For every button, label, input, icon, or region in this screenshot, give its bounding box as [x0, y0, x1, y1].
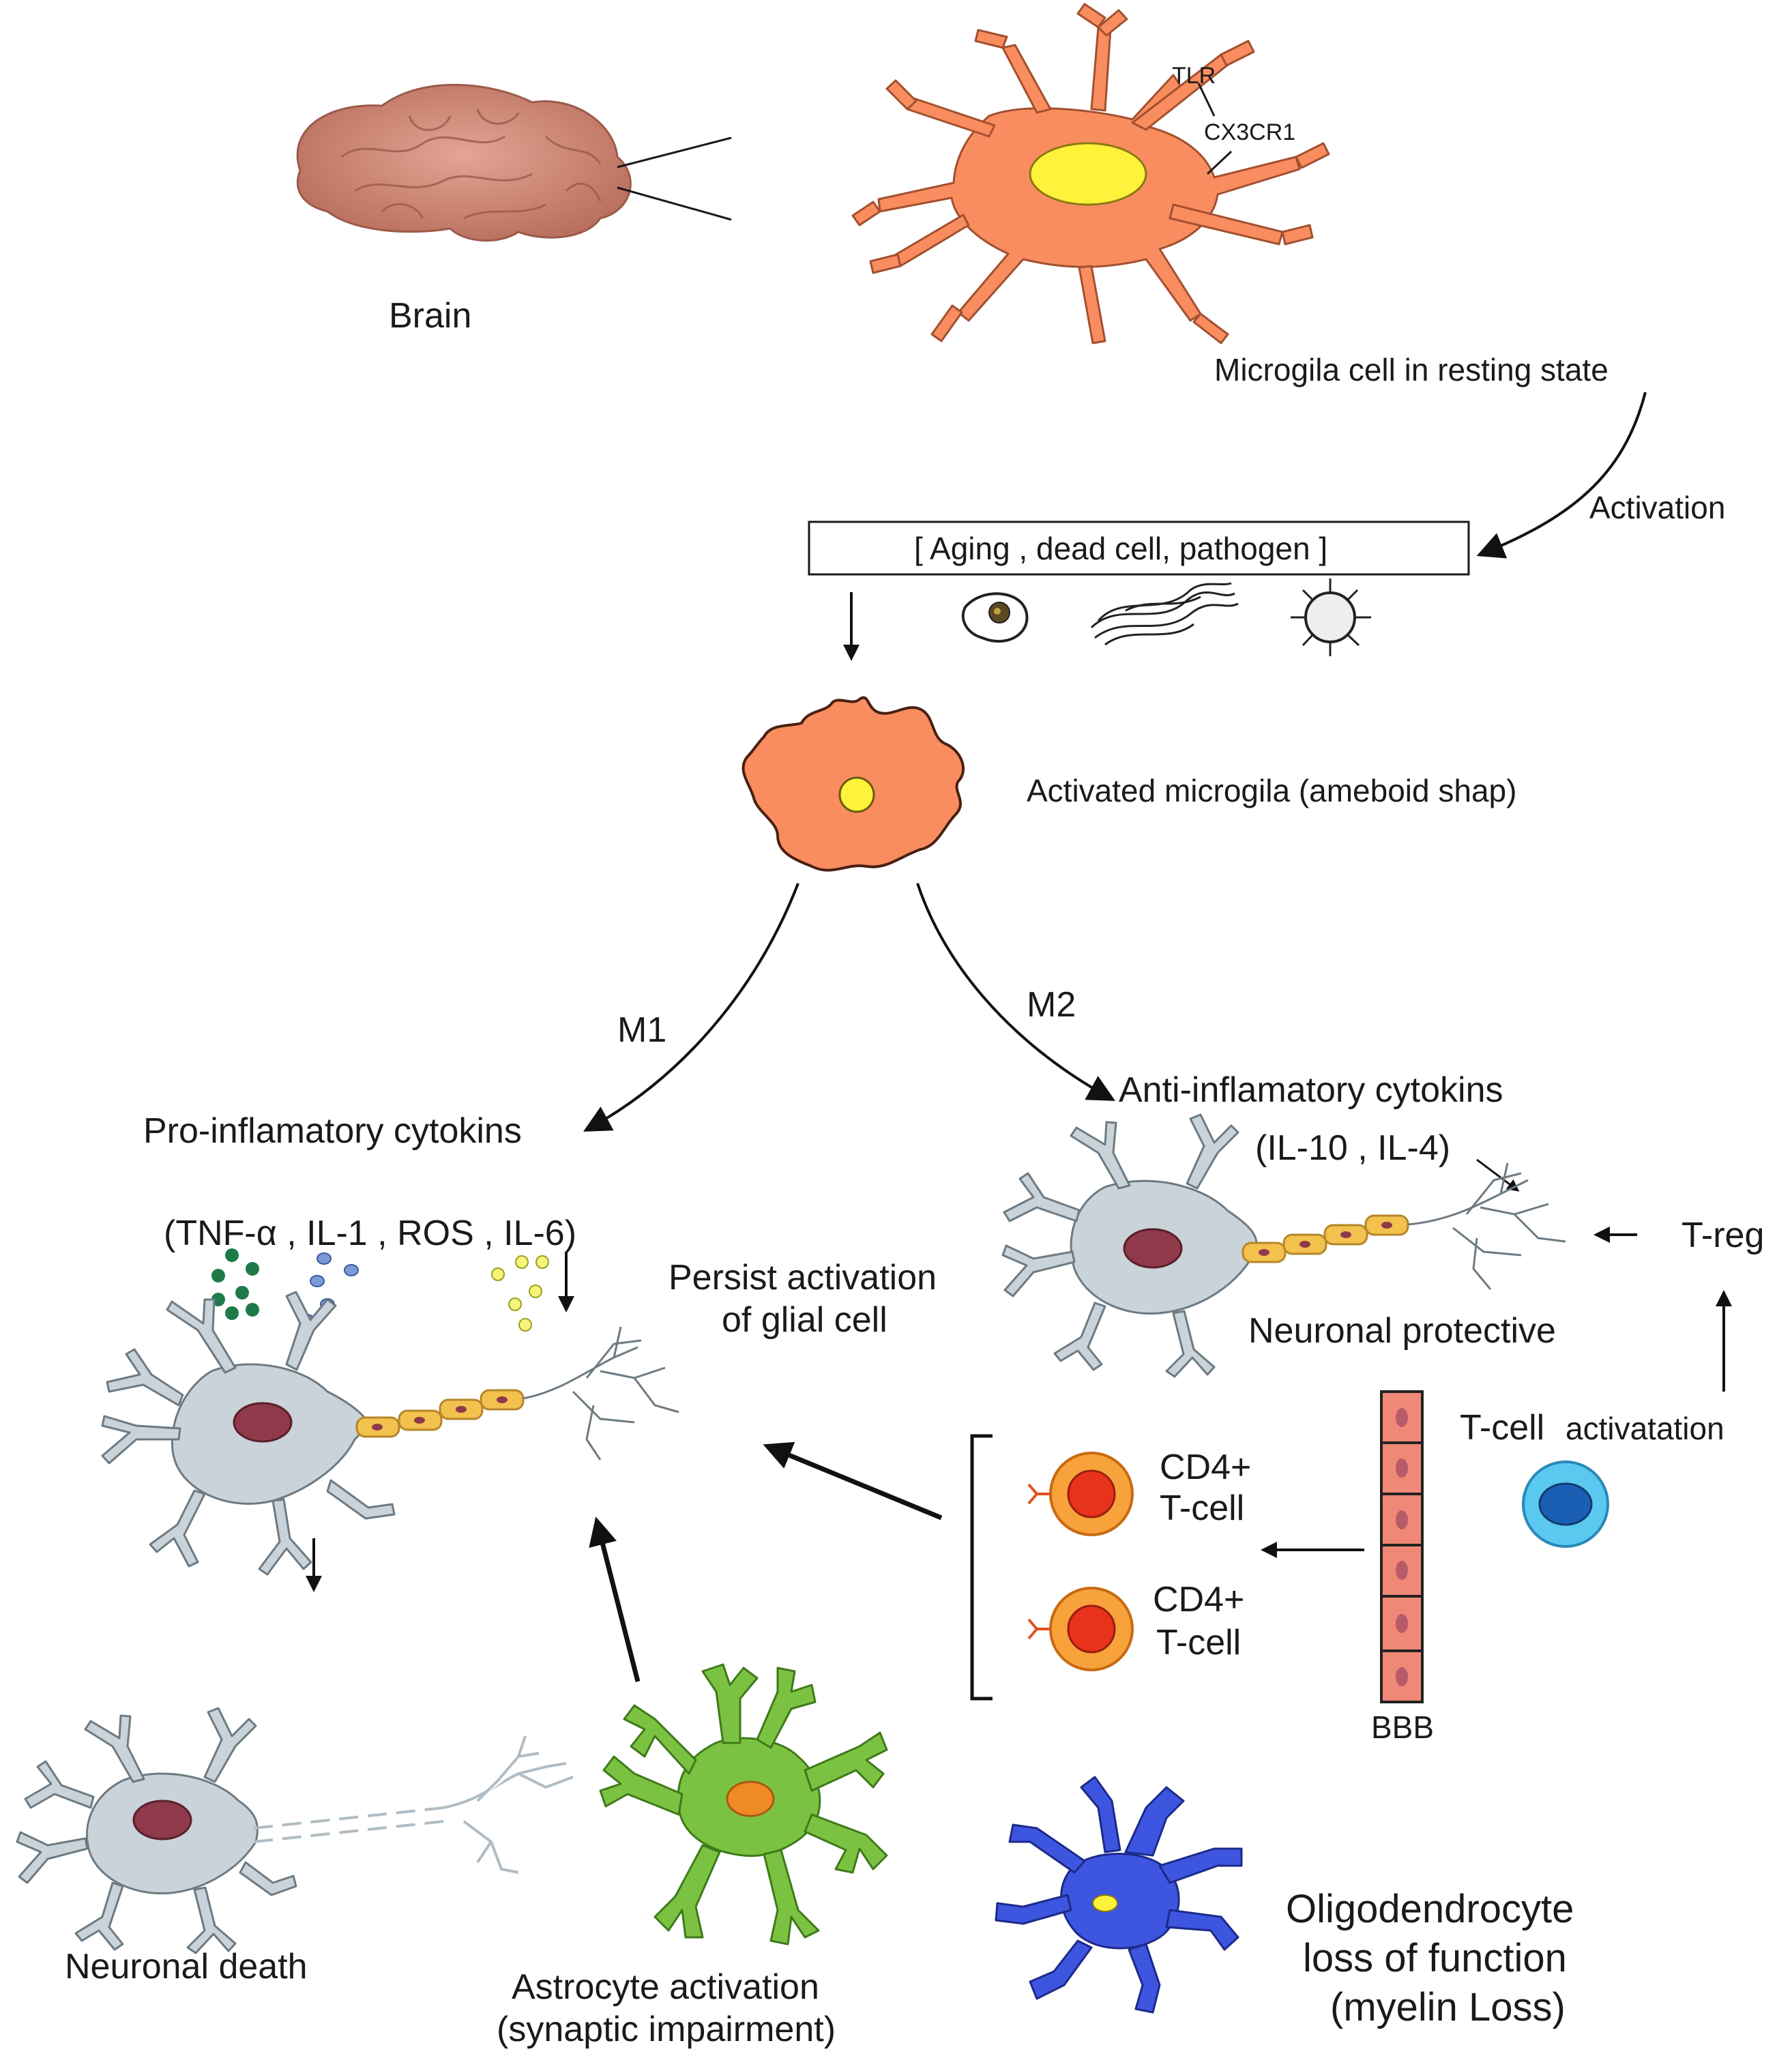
- cd4-tcell-1-label-a: CD4+: [1160, 1448, 1251, 1487]
- cd4-tcell-1: [1027, 1452, 1134, 1536]
- triggers-label: [ Aging , dead cell, pathogen ]: [914, 531, 1327, 566]
- activated-microglia-cell: [741, 696, 965, 872]
- oligodendrocyte-label-3: (myelin Loss): [1330, 1985, 1566, 2029]
- tlr-label: TLR: [1172, 63, 1216, 89]
- persist-activation-label-1: Persist activation: [669, 1258, 937, 1297]
- tcell-bracket: [970, 1434, 993, 1701]
- cytokine-dots: [211, 1248, 549, 1332]
- bacterium-icon: [1291, 578, 1371, 656]
- neuronal-death-label: Neuronal death: [65, 1947, 308, 1986]
- pro-inflammatory-label: Pro-inflamatory cytokins: [143, 1111, 522, 1151]
- neuron-inflamed: [101, 1291, 679, 1576]
- blood-brain-barrier: [1380, 1390, 1424, 1703]
- anti-inflammatory-label: Anti-inflamatory cytokins: [1119, 1070, 1503, 1110]
- activated-microglia-label: Activated microgila (ameboid shap): [1027, 773, 1516, 808]
- tcell-activation-label-big: T-cell: [1460, 1408, 1544, 1448]
- m1-arrow: [583, 883, 799, 1132]
- cd4-tcell-2-label-a: CD4+: [1153, 1580, 1244, 1619]
- oligodendrocyte-label-2: loss of function: [1303, 1936, 1567, 1980]
- resting-microglia-cell: [851, 3, 1330, 344]
- bbb-label: BBB: [1371, 1710, 1434, 1745]
- myelin-sheath-right: [1242, 1214, 1409, 1263]
- myelin-sheath-left: [355, 1389, 525, 1438]
- dead-cell-icon: [961, 592, 1029, 643]
- m2-arrow: [916, 883, 1116, 1101]
- cd4-tcell-2-label-b: T-cell: [1156, 1623, 1241, 1662]
- tcell-activation-label-small: activatation: [1566, 1411, 1724, 1446]
- astrocyte-cell: [599, 1663, 888, 1946]
- brain-illustration: [296, 83, 732, 242]
- resting-microglia-label: Microgila cell in resting state: [1214, 352, 1609, 387]
- anti-cytokine-list: (IL-10 , IL-4): [1255, 1128, 1450, 1168]
- oligodendrocyte-cell: [995, 1776, 1243, 2014]
- treg-label: T-reg: [1681, 1216, 1764, 1255]
- oligodendrocyte-label-1: Oligodendrocyte: [1286, 1887, 1574, 1931]
- cd4-tcell-2: [1027, 1587, 1134, 1671]
- neuron-protective: [1001, 1113, 1566, 1378]
- pro-cytokine-list: (TNF-α , IL-1 , ROS , IL-6): [164, 1214, 576, 1253]
- tcell-to-neuron-arrow: [763, 1441, 943, 1521]
- cd4-tcell-1-label-b: T-cell: [1160, 1488, 1244, 1528]
- cx3cr1-label: CX3CR1: [1204, 119, 1295, 145]
- astrocyte-to-neuron-arrow: [589, 1516, 641, 1682]
- neuronal-protective-label: Neuronal protective: [1248, 1311, 1556, 1351]
- treg-cell: [1522, 1461, 1609, 1548]
- m1-label: M1: [617, 1010, 666, 1050]
- triggers-box: [808, 520, 1470, 576]
- astrocyte-label-2: (synaptic impairment): [497, 2010, 836, 2049]
- m2-label: M2: [1027, 985, 1076, 1025]
- neuron-dying: [16, 1707, 574, 1954]
- activation-label: Activation: [1589, 490, 1725, 525]
- anti-cytokine-pointer: [1476, 1158, 1520, 1192]
- astrocyte-label-1: Astrocyte activation: [512, 1967, 819, 2007]
- brain-label: Brain: [389, 296, 471, 336]
- activation-arrow: [1476, 392, 1647, 559]
- persist-activation-label-2: of glial cell: [722, 1300, 887, 1340]
- pathogen-fibers-icon: [1090, 582, 1239, 646]
